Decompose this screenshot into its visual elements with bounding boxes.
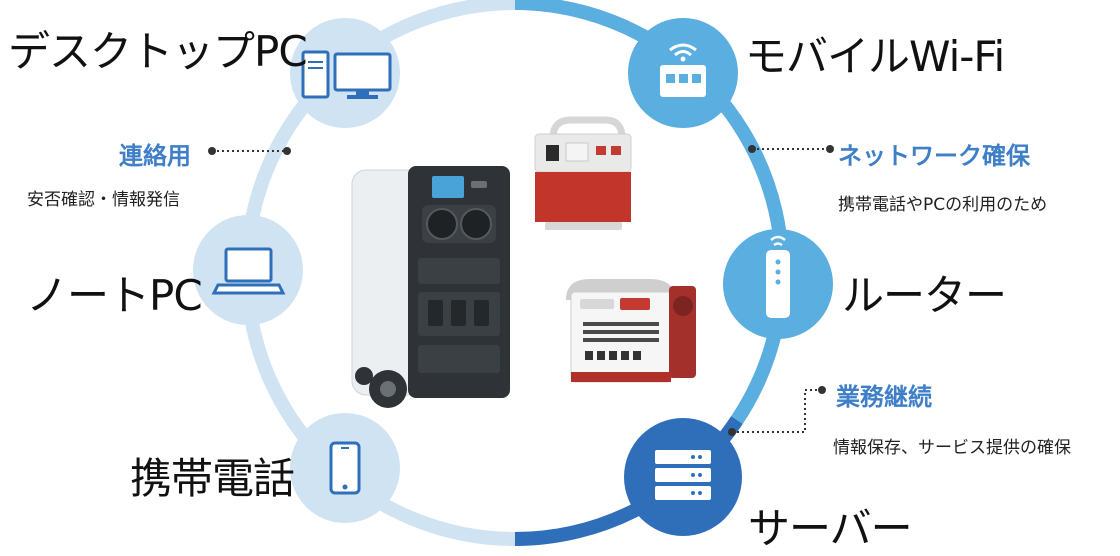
notebook-pc-label: ノートPC [26, 271, 203, 320]
mobile-phone-label: 携帯電話 [130, 454, 295, 503]
contact-use-description: 安否確認・情報発信 [27, 190, 180, 210]
callout-dot [208, 147, 216, 155]
mobile-wifi-label: モバイルWi-Fi [745, 32, 1005, 81]
server-icon [655, 450, 711, 500]
router-icon [766, 235, 790, 318]
ring-right-arc [514, 0, 790, 424]
server-label: サーバー [748, 504, 913, 553]
callout-dot [818, 386, 826, 394]
phone-node [290, 413, 400, 523]
desktop-node [290, 18, 400, 128]
business-continuity-title: 業務継続 [836, 383, 932, 411]
router-node [723, 229, 833, 339]
callout-dot [826, 145, 834, 153]
desktop-pc-icon [301, 50, 392, 99]
router-label: ルーター [842, 271, 1007, 320]
callout-dot [283, 147, 291, 155]
business-continuity-description: 情報保存、サービス提供の確保 [833, 438, 1071, 458]
network-description: 携帯電話やPCの利用のため [838, 195, 1048, 215]
callout-dot [728, 428, 736, 436]
wifi-router-icon [660, 43, 706, 97]
notebook-pc-icon [211, 247, 286, 295]
server-node [624, 418, 742, 536]
wifi-node [628, 18, 738, 128]
contact-use-title: 連絡用 [119, 142, 191, 170]
large-power-station-image [351, 166, 510, 408]
network-title: ネットワーク確保 [838, 142, 1030, 170]
red-power-station-image [534, 116, 632, 230]
smartphone-icon [329, 441, 361, 495]
notebook-node [193, 215, 303, 325]
white-power-station-image [566, 279, 696, 383]
callout-dot [748, 145, 756, 153]
callout-line-business [732, 389, 822, 433]
desktop-pc-label: デスクトップPC [8, 27, 308, 76]
